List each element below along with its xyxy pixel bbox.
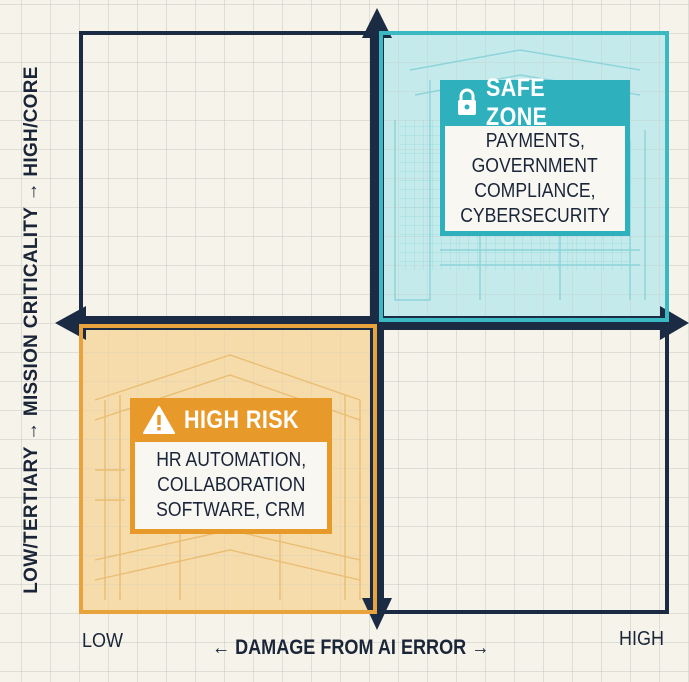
- high-risk-line: HR AUTOMATION,: [156, 449, 306, 471]
- safe-zone-label: SAFE ZONE: [486, 74, 548, 131]
- y-axis-title: LOW/TERTIARY → MISSION CRITICALITY → HIG…: [21, 66, 42, 594]
- quadrant-top-left: [79, 31, 377, 322]
- high-risk-label: HIGH RISK: [184, 405, 299, 434]
- safe-zone-line: CYBERSECURITY: [460, 204, 610, 227]
- vertical-axis-arrow-up: [362, 8, 392, 38]
- x-axis-high-label: HIGH: [619, 628, 664, 650]
- quadrant-bottom-right: [379, 324, 669, 614]
- high-risk-line: COLLABORATION: [156, 474, 306, 496]
- safe-zone-line: COMPLIANCE,: [474, 179, 596, 202]
- quadrant-safe-zone: [379, 31, 669, 322]
- x-axis-title: ← DAMAGE FROM AI ERROR →: [212, 636, 490, 659]
- x-axis-low-label: LOW: [82, 630, 124, 652]
- high-risk-header: HIGH RISK: [130, 398, 332, 442]
- safe-zone-examples: PAYMENTS, GOVERNMENT COMPLIANCE, CYBERSE…: [440, 126, 630, 236]
- high-risk-line: SOFTWARE, CRM: [156, 499, 306, 521]
- quadrant-high-risk: [79, 324, 377, 614]
- safe-zone-header: SAFE ZONE: [440, 74, 630, 131]
- high-risk-examples: HR AUTOMATION, COLLABORATION SOFTWARE, C…: [130, 442, 332, 534]
- vertical-axis-arrow-down: [362, 598, 392, 630]
- safe-zone-line: GOVERNMENT: [471, 154, 599, 177]
- horizontal-axis-arrow-left: [55, 306, 86, 340]
- y-axis-title-container: LOW/TERTIARY → MISSION CRITICALITY → HIG…: [20, 30, 44, 630]
- warning-icon: [143, 406, 175, 434]
- lock-icon: [458, 88, 476, 115]
- safe-zone-line: PAYMENTS,: [485, 129, 585, 152]
